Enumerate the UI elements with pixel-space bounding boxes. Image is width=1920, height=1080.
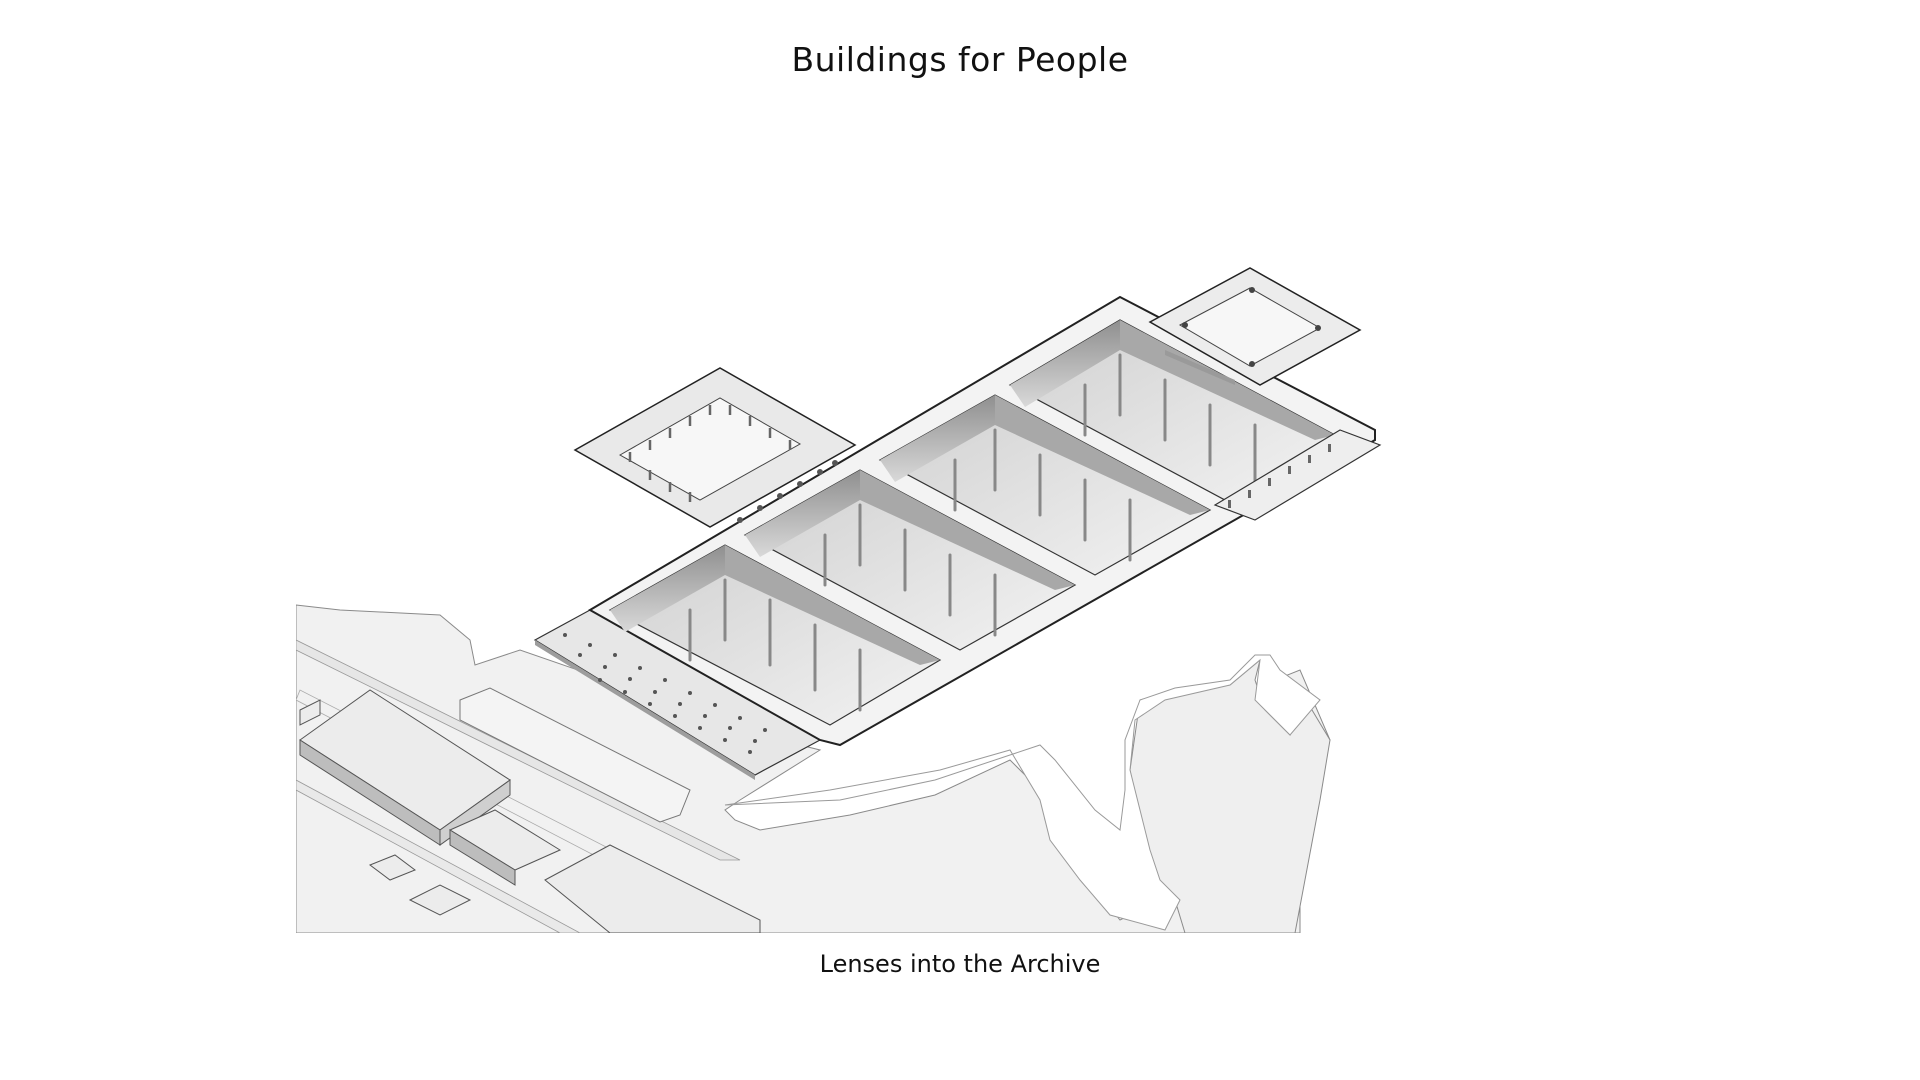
- gallery-bay-2: [743, 469, 1077, 651]
- site-ground: [296, 604, 1331, 933]
- drawing-caption: Lenses into the Archive: [819, 950, 1101, 978]
- courtyard-pavilion-west: [573, 367, 857, 528]
- site-buildings: [299, 689, 761, 933]
- gallery-building: [588, 295, 1382, 747]
- gallery-bay-1: [608, 544, 942, 726]
- gallery-bay-3: [878, 394, 1212, 576]
- page-title: Buildings for People: [791, 40, 1129, 79]
- courtyard-pavilion-east: [1148, 267, 1362, 386]
